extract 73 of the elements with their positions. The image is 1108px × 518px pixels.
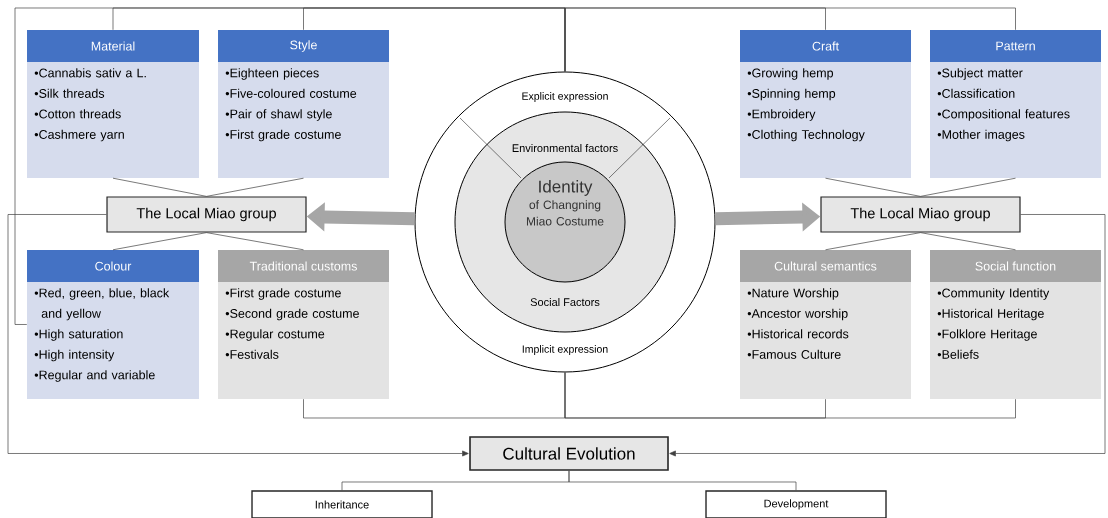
ring-label: Explicit expression [522, 92, 608, 102]
list-item: •Second grade costume [225, 308, 359, 321]
list-item: •First grade costume [225, 129, 341, 142]
list-item: •Clothing Technology [747, 129, 865, 142]
label-box: The Local Miao group [820, 196, 1021, 233]
list-item: •Famous Culture [747, 349, 841, 359]
card-heading: Craft [812, 41, 839, 51]
list-item: •First grade costume [225, 288, 341, 300]
list-item: •Red, green, blue, black and yellow [34, 288, 170, 321]
connector-line [920, 232, 1016, 251]
list-item: •Historical Heritage [937, 308, 1044, 321]
list-item: •Historical records [747, 329, 849, 339]
list-item: •Festivals [225, 349, 279, 359]
connector-line [112, 232, 207, 251]
core-text: of Changning Miao Costume [527, 200, 604, 226]
label-box: Inheritance [251, 490, 433, 518]
list-item: •Ancestor worship [747, 308, 848, 321]
ring-label: Implicit expression [522, 345, 608, 355]
list-item: •Growing hemp [747, 68, 833, 80]
list-item: •Folklore Heritage [937, 329, 1037, 341]
info-card [930, 30, 1101, 178]
list-item: •Eighteen pieces [225, 68, 319, 80]
list-item: •Regular costume [225, 329, 325, 341]
list-item: •Spinning hemp [747, 88, 836, 101]
arrow [669, 214, 1106, 457]
info-card [930, 250, 1101, 399]
list-item: •Compositional features [937, 109, 1070, 121]
list-item: •Cotton threads [34, 109, 121, 119]
list-item: •High intensity [34, 349, 115, 362]
card-heading: Cultural semantics [774, 261, 877, 271]
info-card [27, 250, 199, 399]
list-item: •Cashmere yarn [34, 129, 124, 142]
list-item: •Pair of shawl style [225, 109, 332, 121]
list-item: •Cannabis sativ a L. [34, 68, 146, 78]
connector-line [14, 7, 566, 325]
list-item: •Regular and variable [34, 370, 155, 382]
info-card [218, 250, 389, 399]
label-box: Development [705, 490, 887, 518]
list-item: •Silk threads [34, 88, 105, 98]
label-box: Cultural Evolution [469, 436, 669, 471]
connector-line [206, 232, 304, 251]
card-heading: Material [91, 41, 135, 51]
list-item: •Nature Worship [747, 288, 839, 300]
card-heading: Social function [975, 261, 1056, 271]
list-item: •Embroidery [747, 109, 816, 121]
list-item: •Five-coloured costume [225, 88, 357, 98]
list-item: •Community Identity [937, 288, 1050, 300]
info-card [740, 30, 911, 178]
info-card [27, 30, 199, 178]
info-card [218, 30, 389, 178]
list-item: •Beliefs [937, 349, 979, 359]
connector-line [564, 372, 1016, 419]
ring-label: Social Factors [530, 297, 600, 307]
connector-line [568, 470, 797, 491]
label-box: The Local Miao group [106, 196, 307, 233]
card-heading: Pattern [996, 41, 1035, 51]
list-item: •Subject matter [937, 68, 1023, 80]
card-heading: Traditional customs [249, 261, 357, 271]
card-heading: Colour [95, 261, 132, 271]
connector-line [206, 177, 304, 197]
list-item: •Classification [937, 88, 1015, 98]
core-title: Identity [539, 180, 593, 196]
card-heading: Style [290, 40, 317, 52]
list-item: •High saturation [34, 329, 123, 341]
connector-line [825, 232, 921, 251]
connector-line [112, 177, 207, 197]
ring-label: Environmental factors [512, 143, 618, 153]
info-card [740, 250, 911, 399]
connector-line [920, 177, 1016, 197]
list-item: •Mother images [937, 129, 1025, 142]
arrow [7, 214, 469, 457]
connector-line [825, 177, 921, 197]
ring-circle [504, 161, 626, 283]
